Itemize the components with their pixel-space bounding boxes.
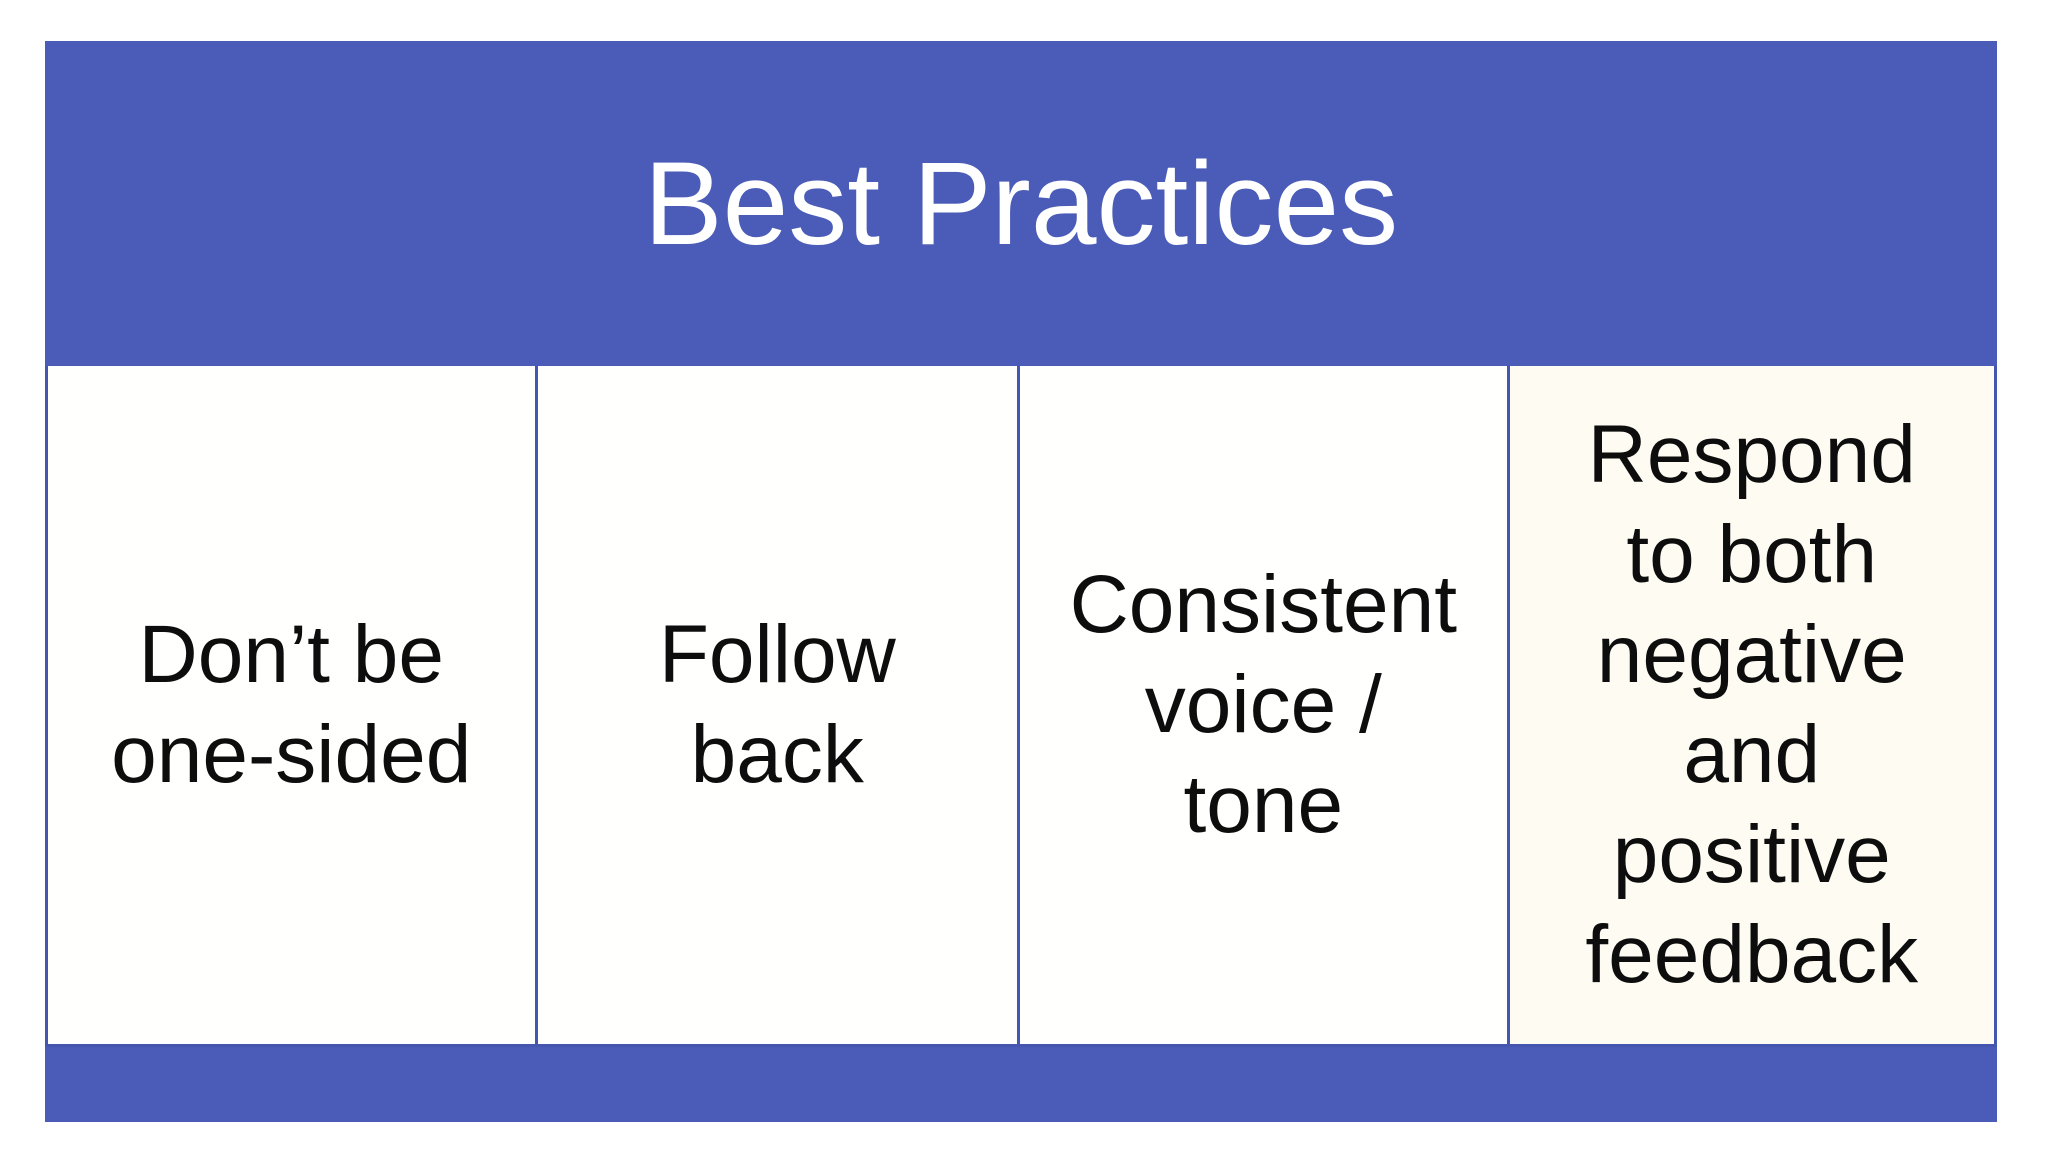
table-cell-respond-to-feedback: Respond to both negative and positive fe…: [1506, 366, 1994, 1044]
cell-text: Respond to both negative and positive fe…: [1585, 408, 1919, 1001]
best-practices-table: Best Practices Don’t be one-sided Follow…: [45, 41, 1997, 1122]
table-footer-band: [45, 1047, 1997, 1122]
table-cell-dont-be-one-sided: Don’t be one-sided: [48, 366, 535, 1044]
table-cell-follow-back: Follow back: [534, 366, 1018, 1044]
cell-text: Don’t be one-sided: [111, 608, 472, 800]
table-header-band: Best Practices: [45, 41, 1997, 366]
page-title: Best Practices: [643, 137, 1399, 270]
cell-text: Consistent voice / tone: [1069, 558, 1457, 851]
table-cell-consistent-voice-tone: Consistent voice / tone: [1017, 366, 1507, 1044]
cell-text: Follow back: [658, 608, 896, 800]
table-body-row: Don’t be one-sided Follow back Consisten…: [45, 366, 1997, 1047]
